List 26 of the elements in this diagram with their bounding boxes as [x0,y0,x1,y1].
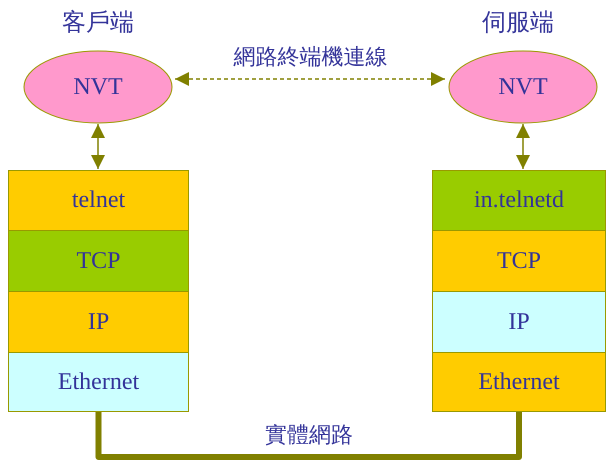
node-label: IP [88,308,110,336]
node-label: NVT [498,74,548,100]
protocol-layer [8,291,189,353]
protocol-layer [432,352,606,412]
protocol-layer [432,291,606,353]
arrow [516,124,530,169]
network-cable [96,412,522,460]
protocol-layer [8,230,189,292]
node-label: NVT [73,74,123,100]
protocol-layer [432,230,606,292]
node-label: IP [508,308,530,336]
node-label: in.telnetd [474,187,564,214]
node-label: TCP [76,248,120,274]
protocol-layer [432,170,606,231]
side-title: 伺服端 [482,7,554,38]
side-title: 客戶端 [62,7,134,38]
arrow [91,124,105,169]
protocol-layer [8,352,189,412]
node-label: Ethernet [478,368,560,396]
ellipse-node [23,50,173,124]
arrow [175,72,445,86]
node-label: telnet [72,187,126,214]
node-label: Ethernet [58,368,140,396]
ellipse-node [448,50,598,124]
node-label: TCP [496,248,541,274]
protocol-layer [8,170,189,231]
